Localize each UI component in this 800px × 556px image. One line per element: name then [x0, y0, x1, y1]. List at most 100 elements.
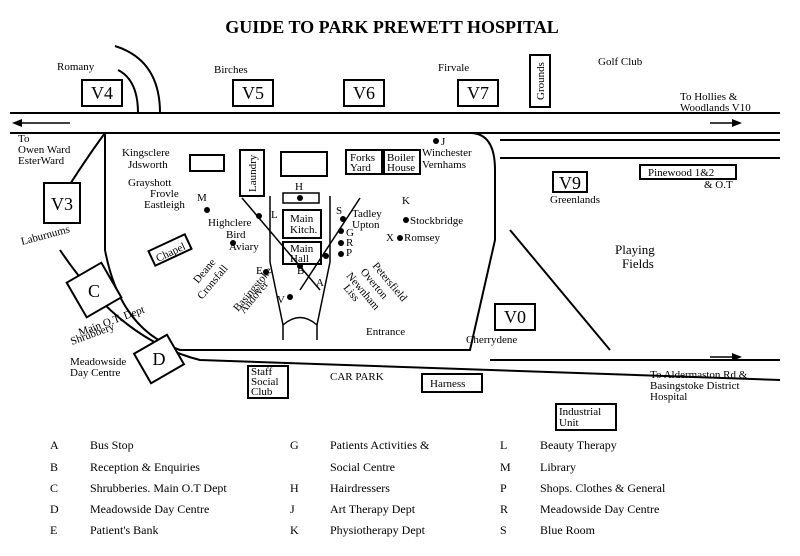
grounds-label: Grounds — [535, 62, 547, 100]
svg-text:V: V — [277, 294, 285, 306]
club-label: Club — [251, 386, 273, 398]
laundry-box[interactable] — [239, 149, 265, 197]
marker-x[interactable]: X — [386, 232, 403, 244]
map-title: GUIDE TO PARK PREWETT HOSPITAL — [225, 17, 558, 37]
marker-r[interactable]: R — [338, 237, 354, 249]
ward-v9-box[interactable] — [552, 171, 588, 193]
svg-text:G: G — [346, 227, 354, 239]
ward-v7-label: V7 — [467, 83, 489, 103]
to-aldermaston-label-2: Basingstoke District — [650, 380, 740, 392]
marker-l[interactable]: L — [271, 209, 278, 221]
svg-text:P: P — [346, 247, 352, 259]
ward-v5-label: V5 — [242, 83, 264, 103]
marker-e[interactable]: E — [256, 265, 269, 277]
wing-winchester: Winchester — [422, 147, 472, 159]
marker-m[interactable]: M — [197, 192, 210, 213]
wing-eastleigh: Eastleigh — [144, 199, 185, 211]
pinewood-box[interactable] — [639, 164, 737, 180]
industrial-box[interactable] — [555, 403, 617, 431]
boiler-label: Boiler — [387, 152, 415, 164]
svg-text:S: S — [336, 205, 342, 217]
ward-v9-name: Greenlands — [550, 194, 600, 206]
wing-grayshott: Grayshott — [128, 177, 171, 189]
svg-text:L: L — [271, 209, 278, 221]
ward-v0-box[interactable] — [494, 303, 536, 331]
marker-a[interactable]: A — [316, 277, 324, 289]
marker-v[interactable]: V — [277, 294, 293, 306]
ward-v4-box[interactable] — [81, 79, 123, 107]
ward-d-box[interactable] — [132, 333, 186, 385]
laundry-label: Laundry — [247, 154, 259, 192]
pinewood-label-2: & O.T — [704, 179, 733, 191]
marker-s[interactable]: S — [336, 205, 346, 222]
building-unnamed-2[interactable] — [280, 151, 328, 177]
ward-v6-label: V6 — [353, 83, 375, 103]
harness-label: Harness — [430, 378, 465, 390]
forks-yard-box[interactable] — [345, 149, 383, 175]
marker-p[interactable]: P — [338, 247, 352, 259]
marker-b[interactable]: B — [297, 263, 304, 277]
boiler-house-box[interactable] — [383, 149, 421, 175]
wing-vernhams: Vernhams — [422, 159, 466, 171]
ward-c-label: C — [88, 281, 100, 301]
ward-v7-name: Firvale — [438, 62, 469, 74]
entrance-label: Entrance — [366, 326, 405, 338]
main-kitch-label-2: Kitch. — [290, 224, 317, 236]
main-hall-label: Main — [290, 243, 314, 255]
ward-d-name2: Day Centre — [70, 367, 121, 379]
marker-h[interactable]: H — [295, 181, 303, 201]
svg-text:B: B — [297, 265, 304, 277]
wing-kingsclere: Kingsclere — [122, 147, 170, 159]
wing-highclere: Highclere — [208, 217, 251, 229]
yard-label: Yard — [350, 162, 371, 174]
harness-box[interactable] — [421, 373, 483, 393]
to-owen-label-3: EsterWard — [18, 155, 65, 167]
ward-v9-label: V9 — [559, 173, 581, 193]
wing-tadley: Tadley — [352, 208, 382, 220]
main-kitch-box[interactable] — [282, 209, 322, 239]
svg-text:K: K — [402, 195, 410, 207]
svg-text:A: A — [316, 277, 324, 289]
playing-fields-label-2: Fields — [622, 256, 654, 271]
social-label: Social — [251, 376, 279, 388]
ward-v5-box[interactable] — [232, 79, 274, 107]
svg-text:H: H — [295, 181, 303, 193]
to-owen-label: To — [18, 133, 30, 145]
playing-fields-label: Playing — [615, 242, 655, 257]
ward-v6-box[interactable] — [343, 79, 385, 107]
building-unnamed-1[interactable] — [189, 154, 225, 172]
marker-j[interactable]: J — [433, 136, 446, 148]
to-aldermaston-label: To Aldermaston Rd & — [650, 369, 748, 381]
marker-k[interactable]: K — [402, 195, 410, 223]
ward-v0-label: V0 — [504, 307, 526, 327]
ward-v5-name: Birches — [214, 64, 248, 76]
ward-v3-label: V3 — [51, 194, 73, 214]
staff-social-box[interactable] — [247, 365, 289, 399]
chapel-box[interactable] — [147, 232, 193, 268]
ward-v4-name: Romany — [57, 61, 95, 73]
svg-text:J: J — [441, 136, 446, 148]
grounds-box[interactable] — [529, 54, 551, 108]
marker-g[interactable]: G — [338, 227, 354, 239]
wing-frovle: Frovle — [150, 188, 179, 200]
forks-label: Forks — [350, 152, 375, 164]
to-owen-label-2: Owen Ward — [18, 144, 71, 156]
wing-bird: Bird — [226, 229, 246, 241]
svg-text:E: E — [256, 265, 263, 277]
ward-v7-box[interactable] — [457, 79, 499, 107]
industrial-label-2: Unit — [559, 417, 579, 429]
pinewood-label: Pinewood 1&2 — [648, 167, 714, 179]
ward-c-box[interactable] — [65, 261, 123, 319]
wing-jdsworth: Jdsworth — [128, 159, 168, 171]
ward-v3-box[interactable] — [43, 182, 81, 224]
wing-romsey: Romsey — [404, 232, 441, 244]
